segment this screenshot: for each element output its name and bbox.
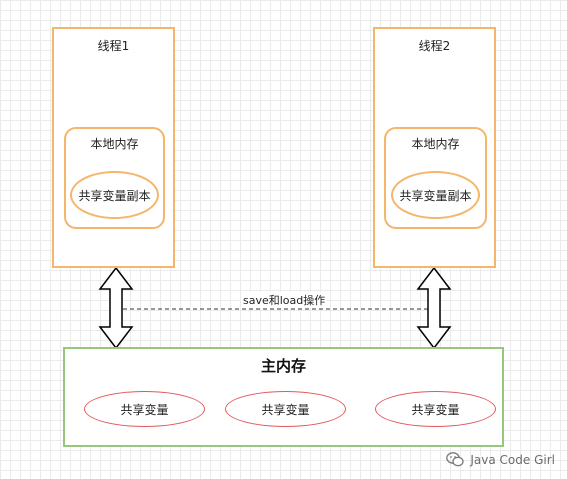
- save-load-label: save和load操作: [241, 292, 328, 308]
- thread-1-local-memory: 本地内存 共享变量副本: [64, 127, 165, 229]
- thread-1-local-memory-title: 本地内存: [90, 137, 139, 151]
- double-arrow-left: [98, 266, 134, 350]
- shared-var-1: 共享变量: [84, 391, 205, 427]
- shared-var-2: 共享变量: [225, 391, 346, 427]
- thread-2-local-memory: 本地内存 共享变量副本: [384, 127, 487, 229]
- main-memory-title: 主内存: [260, 357, 306, 375]
- thread-2-shared-var-copy: 共享变量副本: [391, 171, 480, 219]
- thread-2-title: 线程2: [418, 39, 451, 53]
- thread-1-title: 线程1: [97, 39, 130, 53]
- thread-2-local-memory-title: 本地内存: [411, 137, 460, 151]
- shared-var-3: 共享变量: [375, 391, 496, 427]
- watermark: Java Code Girl: [446, 452, 555, 467]
- thread-1-shared-var-copy: 共享变量副本: [70, 171, 159, 219]
- main-memory-box: 主内存 共享变量 共享变量 共享变量: [63, 347, 504, 447]
- wechat-icon: [446, 452, 465, 467]
- double-arrow-right: [416, 266, 452, 350]
- thread-2-box: 线程2 本地内存 共享变量副本: [373, 27, 496, 268]
- watermark-text: Java Code Girl: [470, 452, 555, 467]
- thread-1-box: 线程1 本地内存 共享变量副本: [52, 27, 175, 268]
